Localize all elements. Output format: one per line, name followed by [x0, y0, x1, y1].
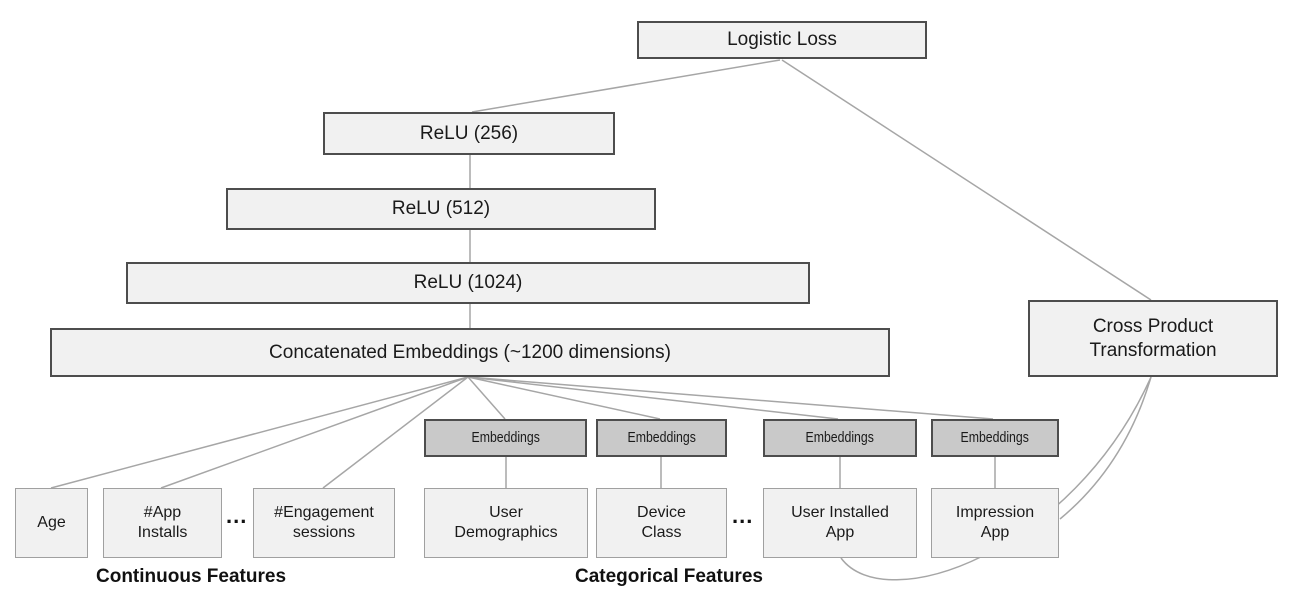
- embeddings-label: Embeddings: [805, 428, 875, 446]
- edge-concat-age: [50, 376, 469, 489]
- edge-loss-to-cross-product: [781, 59, 1152, 301]
- node-cross-product-transformation: Cross Product Transformation: [1028, 300, 1278, 377]
- node-embeddings-4: Embeddings: [931, 419, 1059, 457]
- edge-concat-emb3: [467, 376, 839, 420]
- ellipsis-continuous: ...: [226, 503, 248, 528]
- node-app-installs: #App Installs: [103, 488, 222, 558]
- edge-cross-product-impression-app: [1059, 376, 1152, 520]
- node-impression-app: Impression App: [931, 488, 1059, 558]
- node-embeddings-2: Embeddings: [596, 419, 727, 457]
- embeddings-label: Embeddings: [627, 428, 696, 446]
- node-logistic-loss: Logistic Loss: [637, 21, 927, 59]
- node-user-demographics: User Demographics: [424, 488, 588, 558]
- edge-concat-emb4: [467, 376, 994, 420]
- embeddings-label: Embeddings: [471, 428, 540, 446]
- edge-loss-to-relu256: [471, 59, 781, 113]
- node-device-class: Device Class: [596, 488, 727, 558]
- ellipsis-categorical: ...: [732, 503, 754, 528]
- node-embeddings-1: Embeddings: [424, 419, 587, 457]
- node-relu-256: ReLU (256): [323, 112, 615, 155]
- node-engagement-sessions: #Engagement sessions: [253, 488, 395, 558]
- node-relu-1024: ReLU (1024): [126, 262, 810, 304]
- label-continuous-features: Continuous Features: [96, 566, 287, 587]
- edge-concat-engagement: [322, 376, 469, 489]
- edge-concat-app-installs: [160, 376, 469, 489]
- node-user-installed-app: User Installed App: [763, 488, 917, 558]
- embeddings-label: Embeddings: [960, 428, 1030, 446]
- node-age: Age: [15, 488, 88, 558]
- edge-concat-emb2: [467, 376, 661, 420]
- node-relu-512: ReLU (512): [226, 188, 656, 230]
- node-embeddings-3: Embeddings: [763, 419, 917, 457]
- label-categorical-features: Categorical Features: [575, 566, 763, 587]
- edge-concat-emb1: [467, 376, 506, 420]
- node-concatenated-embeddings: Concatenated Embeddings (~1200 dimension…: [50, 328, 890, 377]
